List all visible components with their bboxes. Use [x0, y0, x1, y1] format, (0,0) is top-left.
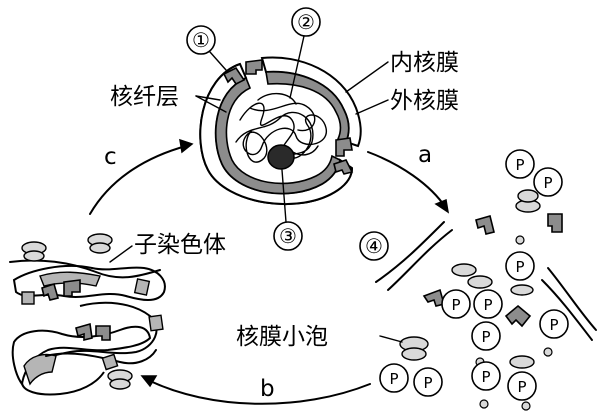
phosphate-label: P — [515, 258, 524, 276]
label-outer-nuclear-membrane: 外核膜 — [390, 88, 459, 114]
nucleolus — [267, 144, 295, 170]
nuclear-envelope-vesicle: P P — [379, 336, 443, 397]
phosphate-label: P — [517, 378, 526, 396]
marker-1: ① — [186, 25, 216, 55]
label-nuclear-vesicle: 核膜小泡 — [236, 324, 328, 350]
chromosome-pair-right — [541, 267, 597, 341]
marker-4-label: ④ — [365, 234, 383, 258]
inner-membrane-leader — [345, 61, 389, 93]
label-step-b: b — [260, 376, 275, 402]
phospho-lamin-right: P P — [507, 309, 569, 411]
marker-2: ② — [291, 7, 321, 37]
lamina-leader-2 — [195, 95, 227, 113]
phosphate-label: P — [423, 374, 432, 392]
chromosome-pair-4 — [375, 221, 453, 291]
marker-1-label: ① — [192, 28, 210, 52]
lamin-receptor-protein-top-left — [222, 59, 263, 86]
vesicle-leader — [379, 335, 403, 343]
envelope-fragment-lower — [20, 301, 158, 396]
phosphate-label: P — [483, 296, 492, 314]
phospho-lamin-middle: P — [505, 235, 535, 296]
arrow-c — [89, 138, 194, 215]
chromosome-leader — [109, 245, 133, 263]
phospho-lamin-top-pair: P P — [505, 149, 563, 213]
phosphate-label: P — [389, 370, 398, 388]
label-step-a: a — [418, 142, 432, 168]
lamina-leader-1 — [195, 95, 221, 101]
lamin-receptor-protein-right — [333, 137, 354, 175]
phosphate-label: P — [481, 328, 490, 346]
label-inner-nuclear-membrane: 内核膜 — [390, 50, 459, 76]
chromatin — [235, 93, 327, 163]
phosphate-label: P — [515, 156, 524, 174]
lamin-fragment-3 — [422, 288, 445, 307]
lamin-fragment-4 — [504, 304, 532, 328]
marker-3-label: ③ — [279, 224, 297, 248]
marker-1-leader — [209, 51, 227, 71]
arrow-a — [367, 151, 450, 214]
phosphate-label: P — [543, 174, 552, 192]
label-daughter-chromosome: 子染色体 — [134, 232, 226, 258]
marker-3: ③ — [273, 221, 303, 251]
marker-2-label: ② — [297, 10, 315, 34]
lamin-fragment-2 — [547, 213, 563, 233]
marker-4: ④ — [359, 231, 389, 261]
label-step-c: c — [104, 144, 117, 170]
marker-3-leader — [281, 169, 287, 223]
phosphate-label: P — [451, 296, 460, 314]
phosphate-label: P — [549, 316, 558, 334]
nucleus — [199, 56, 362, 206]
reassembling-envelope — [9, 233, 166, 396]
label-nuclear-lamina: 核纤层 — [110, 84, 179, 110]
marker-2-leader — [289, 35, 305, 99]
phospho-lamin-cluster-left: P P P P — [441, 263, 503, 409]
nuclear-lamina — [215, 76, 341, 195]
phosphate-label: P — [481, 368, 490, 386]
arrow-b — [140, 375, 371, 405]
outer-membrane-leader — [355, 99, 389, 115]
lamin-fragment-1 — [475, 215, 495, 235]
